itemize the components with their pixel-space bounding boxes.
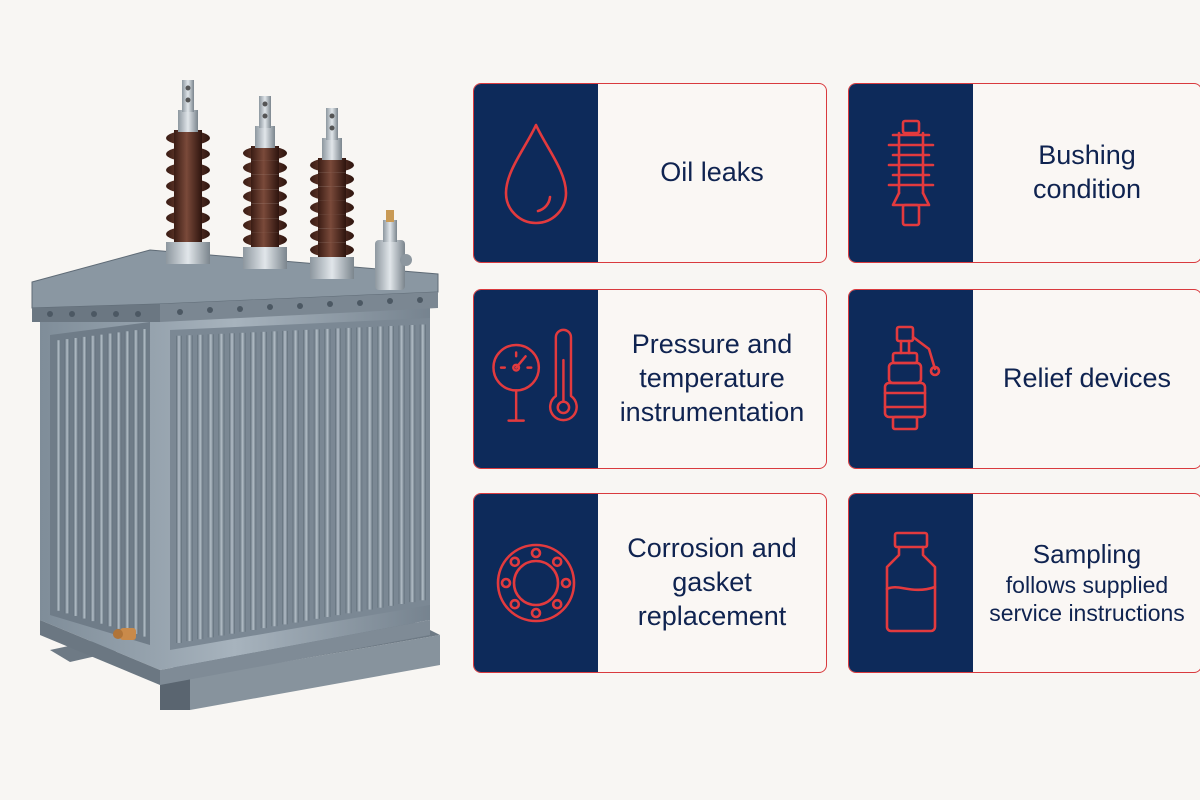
card-label: Pressure and temperature instrumentation bbox=[598, 290, 826, 468]
card-label-line: Corrosion and bbox=[627, 533, 797, 564]
card-label: Bushing condition bbox=[973, 84, 1200, 262]
radiator-fin bbox=[176, 335, 182, 643]
card-oil-leaks: Oil leaks bbox=[473, 83, 827, 263]
card-label-line: Bushing bbox=[1038, 140, 1136, 171]
radiator-fin bbox=[250, 332, 257, 630]
card-label: Corrosion and gasket replacement bbox=[598, 494, 826, 672]
card-label-line: Relief devices bbox=[1002, 363, 1172, 394]
card-label-line: Oil leaks bbox=[660, 157, 764, 188]
radiator-fin bbox=[207, 334, 214, 638]
card-label-line: gasket bbox=[672, 567, 752, 598]
hv-bushing bbox=[243, 96, 287, 269]
radiator-fin bbox=[366, 326, 373, 610]
card-label: Oil leaks bbox=[598, 84, 826, 262]
card-label-line: replacement bbox=[637, 600, 787, 631]
relief-valve-icon bbox=[883, 325, 941, 431]
transformer-illustration bbox=[31, 80, 440, 710]
card-icon-box bbox=[849, 290, 973, 468]
radiator-fin bbox=[271, 331, 278, 627]
radiator-fin bbox=[409, 324, 416, 603]
card-icon-box bbox=[474, 290, 598, 468]
card-corrosion-gasket: Corrosion and gasket replacement bbox=[473, 493, 827, 673]
card-bushing-condition: Bushing condition bbox=[848, 83, 1200, 263]
radiator-fin bbox=[90, 335, 96, 622]
radiator-fin bbox=[124, 331, 130, 632]
radiator-fin bbox=[197, 334, 204, 640]
radiator-fin bbox=[64, 339, 70, 614]
radiator-fin bbox=[133, 330, 139, 635]
radiator-fin bbox=[335, 328, 341, 616]
radiator-fin bbox=[398, 325, 405, 604]
radiator-fin bbox=[116, 332, 122, 629]
pressure-relief-device bbox=[375, 210, 412, 290]
flange-gasket-icon bbox=[496, 543, 576, 623]
card-label: Sampling follows supplied service instru… bbox=[973, 494, 1200, 672]
card-label-line: service instructions bbox=[989, 600, 1185, 627]
radiator-fin bbox=[419, 324, 426, 601]
card-label: Relief devices bbox=[973, 290, 1200, 468]
radiator-fin bbox=[260, 331, 267, 629]
radiator-fin bbox=[107, 333, 113, 627]
radiator-fin bbox=[73, 337, 79, 616]
card-label-line: instrumentation bbox=[619, 396, 805, 427]
hv-bushing bbox=[166, 80, 210, 264]
card-label-line: condition bbox=[1032, 174, 1142, 204]
radiator-fin bbox=[356, 327, 363, 612]
radiator-fin bbox=[56, 340, 61, 611]
radiator-fin bbox=[218, 333, 225, 636]
card-sampling: Sampling follows supplied service instru… bbox=[848, 493, 1200, 673]
radiator-fin bbox=[377, 326, 384, 608]
card-icon-box bbox=[849, 494, 973, 672]
card-icon-box bbox=[474, 84, 598, 262]
card-label-line: Sampling bbox=[1032, 539, 1142, 569]
radiator-fin bbox=[229, 333, 235, 634]
drain-valve bbox=[113, 628, 136, 640]
radiator-fin bbox=[324, 328, 331, 617]
card-icon-box bbox=[849, 84, 973, 262]
oil-drop-icon bbox=[504, 123, 568, 225]
radiator-fin bbox=[239, 332, 246, 632]
radiator-fin bbox=[99, 334, 104, 624]
radiator-fin bbox=[282, 330, 288, 625]
radiator-fin bbox=[313, 329, 320, 619]
bushing-icon bbox=[887, 119, 935, 227]
card-icon-box bbox=[474, 494, 598, 672]
radiator-fin bbox=[303, 329, 310, 621]
card-label-line: Pressure and bbox=[631, 329, 793, 360]
radiator-fin bbox=[186, 335, 193, 642]
sample-bottle-icon bbox=[885, 531, 937, 633]
card-label-line: temperature bbox=[639, 363, 785, 394]
gauge-thermometer-icon bbox=[492, 328, 578, 422]
radiator-fin bbox=[142, 329, 147, 637]
card-label-line: follows supplied bbox=[1005, 571, 1169, 598]
card-pressure-temperature: Pressure and temperature instrumentation bbox=[473, 289, 827, 469]
radiator-fin bbox=[292, 330, 299, 623]
radiator-fin bbox=[81, 336, 87, 619]
card-relief-devices: Relief devices bbox=[848, 289, 1200, 469]
radiator-fin bbox=[345, 327, 352, 614]
radiator-fin bbox=[388, 325, 394, 606]
hv-bushing bbox=[310, 108, 354, 279]
